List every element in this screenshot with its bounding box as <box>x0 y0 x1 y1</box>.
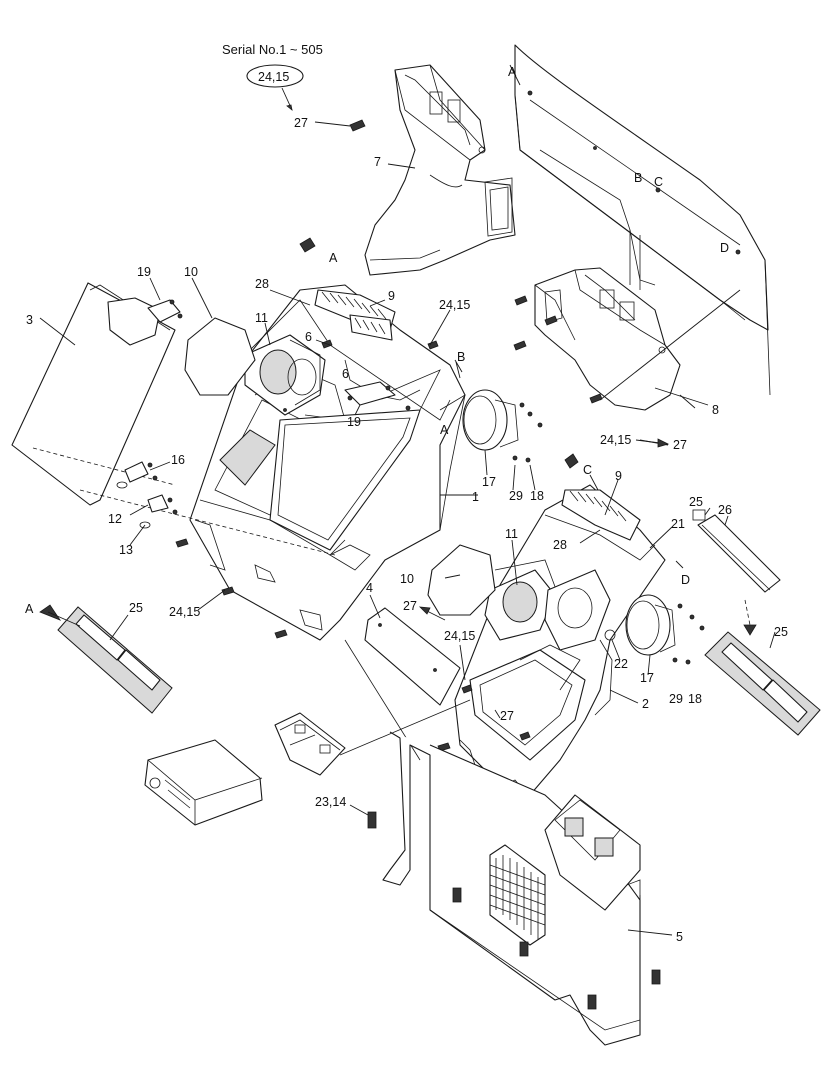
serial-ref: 24,15 <box>258 70 289 84</box>
callout-11: 11 <box>255 311 268 325</box>
callout-25: 25 <box>689 495 703 509</box>
callout-27: 27 <box>500 709 514 723</box>
callout-27: 27 <box>673 438 687 452</box>
callout-6: 6 <box>342 367 349 381</box>
screws-duct8 <box>513 295 603 404</box>
callout-A: A <box>508 65 517 79</box>
callout-13: 13 <box>119 543 133 557</box>
screw-27-top <box>314 119 366 132</box>
vent-mesh <box>489 844 546 946</box>
grille-25-right <box>704 631 821 736</box>
callout-17: 17 <box>640 671 654 685</box>
serial-ref-ellipse <box>246 64 304 88</box>
callout-24-15: 24,15 <box>444 629 475 643</box>
callout-B: B <box>457 350 465 364</box>
callout-21: 21 <box>671 517 685 531</box>
grille-25-left <box>57 606 173 714</box>
callout-29: 29 <box>669 692 683 706</box>
cover-10-right <box>427 544 496 616</box>
callout-23-14: 23,14 <box>315 795 346 809</box>
radio-bracket <box>274 712 346 776</box>
callout-A: A <box>440 423 449 437</box>
callout-27: 27 <box>403 599 417 613</box>
callout-24-15: 24,15 <box>439 298 470 312</box>
callout-A: A <box>25 602 34 616</box>
callout-5: 5 <box>676 930 683 944</box>
callout-22: 22 <box>614 657 628 671</box>
bolts-23-14 <box>367 811 661 1010</box>
callout-C: C <box>583 463 592 477</box>
screws-console-1 <box>175 237 439 639</box>
callout-16: 16 <box>171 453 185 467</box>
callout-24-15: 24,15 <box>169 605 200 619</box>
callout-18: 18 <box>530 489 544 503</box>
callout-7: 7 <box>374 155 381 169</box>
callout-D: D <box>681 573 690 587</box>
callout-4: 4 <box>366 581 373 595</box>
vent-9-right <box>561 489 641 541</box>
callout-19: 19 <box>347 415 361 429</box>
air-duct-7 <box>364 64 516 276</box>
callout-10: 10 <box>400 572 414 586</box>
upper-mount-panel <box>514 44 771 396</box>
vent-9-left <box>314 289 396 341</box>
direction-arrows <box>39 64 757 636</box>
clip-19-center <box>344 381 411 411</box>
callout-A: A <box>329 251 338 265</box>
callout-labels: 27 7 A B C D 3 19 10 28 A 9 11 6 6 24,15… <box>25 65 788 944</box>
speaker-plate-11-right <box>484 569 611 651</box>
callout-28: 28 <box>255 277 269 291</box>
strip-26 <box>692 509 781 593</box>
callout-29: 29 <box>509 489 523 503</box>
callout-9: 9 <box>615 469 622 483</box>
callout-C: C <box>654 175 663 189</box>
radio-unit <box>144 739 263 826</box>
callout-8: 8 <box>712 403 719 417</box>
callout-D: D <box>720 241 729 255</box>
callout-12: 12 <box>108 512 122 526</box>
callout-19: 19 <box>137 265 151 279</box>
callout-25: 25 <box>129 601 143 615</box>
callout-17: 17 <box>482 475 496 489</box>
callout-6: 6 <box>305 330 312 344</box>
cover-4 <box>364 607 461 706</box>
callout-11: 11 <box>505 527 518 541</box>
clip-16 <box>116 461 158 489</box>
leader-lines <box>39 163 776 936</box>
callout-28: 28 <box>553 538 567 552</box>
speaker-17-left <box>462 389 543 463</box>
speaker-17-right <box>604 594 705 665</box>
callout-10: 10 <box>184 265 198 279</box>
cover-10-left <box>184 317 256 396</box>
side-panel-3 <box>11 282 176 506</box>
speaker-plate-11-left <box>244 334 326 416</box>
callout-26: 26 <box>718 503 732 517</box>
callout-B: B <box>634 171 642 185</box>
air-duct-8 <box>534 267 681 411</box>
serial-note: Serial No.1 ~ 505 <box>222 42 323 57</box>
clip-12-13 <box>139 494 178 529</box>
clip-19-left <box>147 299 183 323</box>
callout-24-15: 24,15 <box>600 433 631 447</box>
callout-1: 1 <box>472 490 479 504</box>
callout-25: 25 <box>774 625 788 639</box>
callout-9: 9 <box>388 289 395 303</box>
callout-3: 3 <box>26 313 33 327</box>
callout-18: 18 <box>688 692 702 706</box>
callout-2: 2 <box>642 697 649 711</box>
callout-27: 27 <box>294 116 308 130</box>
